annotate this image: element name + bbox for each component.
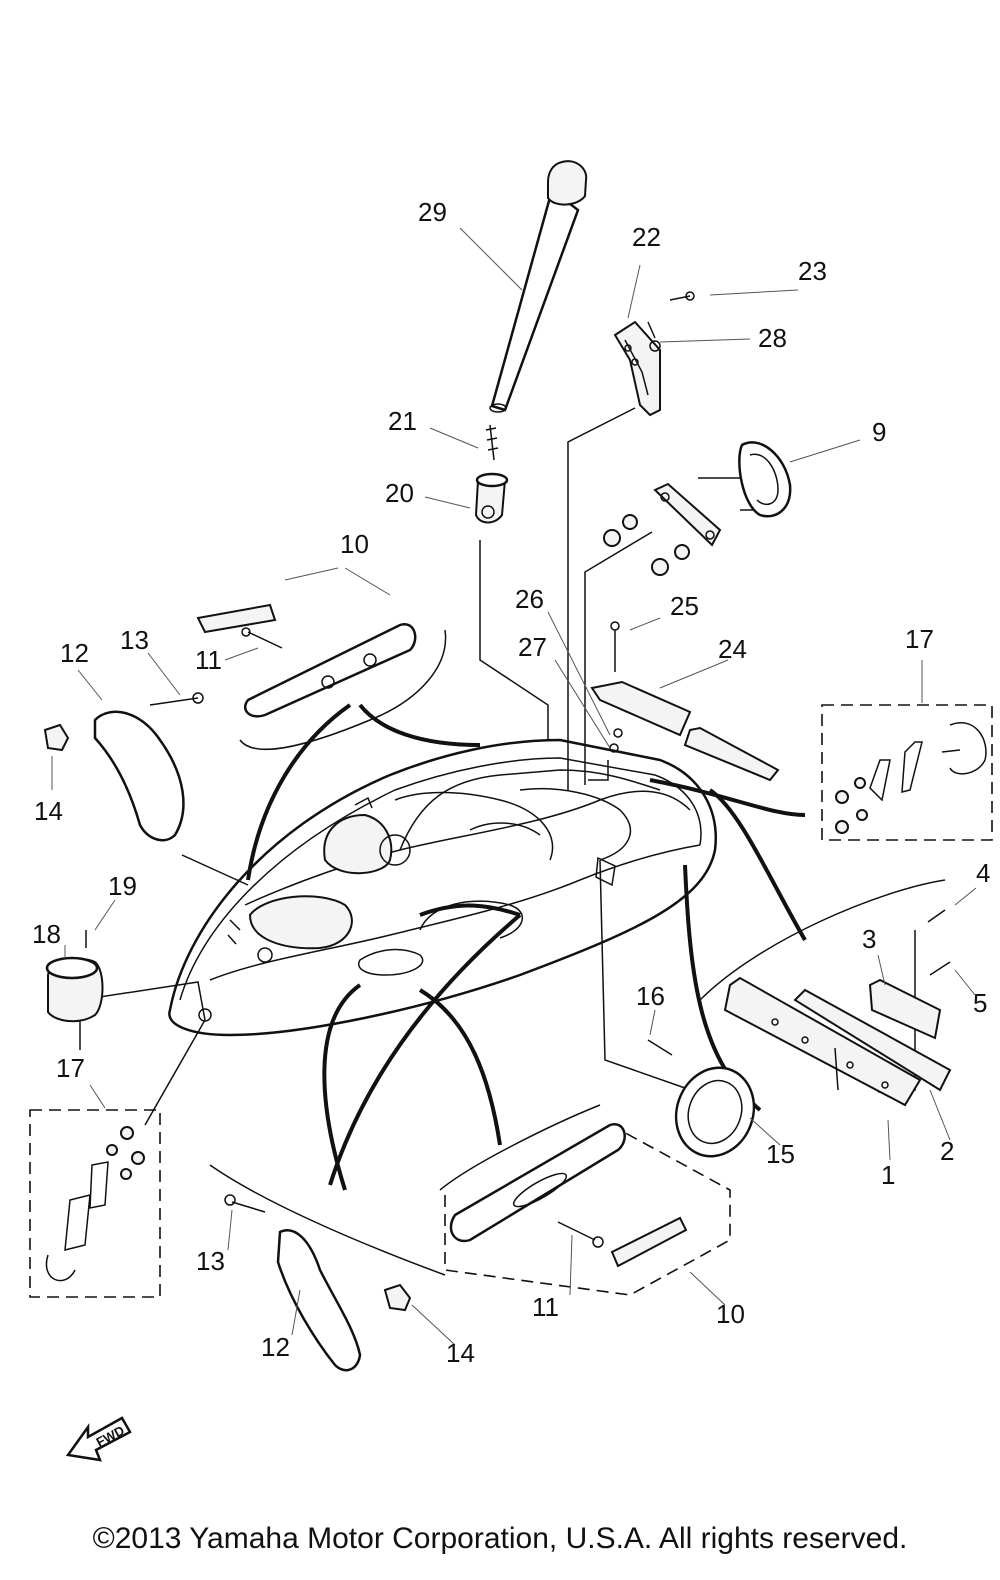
part-guard-bottom xyxy=(209,1164,446,1372)
copyright-notice: ©2013 Yamaha Motor Corporation, U.S.A. A… xyxy=(92,1522,908,1555)
label-3: 3 xyxy=(862,924,876,954)
label-12-bottom: 12 xyxy=(261,1332,290,1362)
label-12-top: 12 xyxy=(60,638,89,668)
part-socket xyxy=(474,424,509,524)
part-guard-top xyxy=(43,692,204,842)
label-21: 21 xyxy=(388,406,417,436)
label-15: 15 xyxy=(766,1139,795,1169)
label-4: 4 xyxy=(976,858,990,888)
part-ring xyxy=(647,1039,756,1158)
label-1: 1 xyxy=(881,1160,895,1190)
label-11-top: 11 xyxy=(195,645,222,675)
part-cap xyxy=(45,930,104,1023)
part-bracket xyxy=(613,291,695,417)
label-25: 25 xyxy=(670,591,699,621)
label-24: 24 xyxy=(718,634,747,664)
part-pole xyxy=(489,160,588,413)
label-29: 29 xyxy=(418,197,447,227)
forward-arrow-icon: FWD xyxy=(65,1416,132,1462)
label-22: 22 xyxy=(632,222,661,252)
label-5: 5 xyxy=(973,988,987,1018)
part-rub-rails xyxy=(699,879,952,1107)
hull xyxy=(168,738,717,1037)
label-18: 18 xyxy=(32,919,61,949)
label-13-top: 13 xyxy=(120,625,149,655)
part-cleat-bottom xyxy=(439,1104,731,1296)
label-27: 27 xyxy=(518,632,547,662)
label-28: 28 xyxy=(758,323,787,353)
leader-lines xyxy=(51,227,977,1346)
label-19: 19 xyxy=(108,871,137,901)
label-14-bottom: 14 xyxy=(446,1338,475,1368)
part-set-17-right xyxy=(821,704,993,841)
part-handle xyxy=(603,441,792,576)
label-14-top: 14 xyxy=(34,796,63,826)
label-20: 20 xyxy=(385,478,414,508)
part-plate xyxy=(590,621,780,782)
label-17-right: 17 xyxy=(905,624,934,654)
part-labels: 29 22 23 28 21 20 9 10 12 13 11 14 26 25… xyxy=(32,197,990,1368)
label-10-top: 10 xyxy=(340,529,369,559)
part-set-17-left xyxy=(29,1109,161,1298)
forward-label: FWD xyxy=(94,1423,127,1450)
label-2: 2 xyxy=(940,1136,954,1166)
label-11-bottom: 11 xyxy=(532,1292,559,1322)
label-17-left: 17 xyxy=(56,1053,85,1083)
part-cleat-top xyxy=(196,603,447,750)
label-9: 9 xyxy=(872,417,886,447)
label-13-bottom: 13 xyxy=(196,1246,225,1276)
label-10-bottom: 10 xyxy=(716,1299,745,1329)
label-26: 26 xyxy=(515,584,544,614)
label-16: 16 xyxy=(636,981,665,1011)
connector-lines xyxy=(79,407,916,1126)
label-23: 23 xyxy=(798,256,827,286)
